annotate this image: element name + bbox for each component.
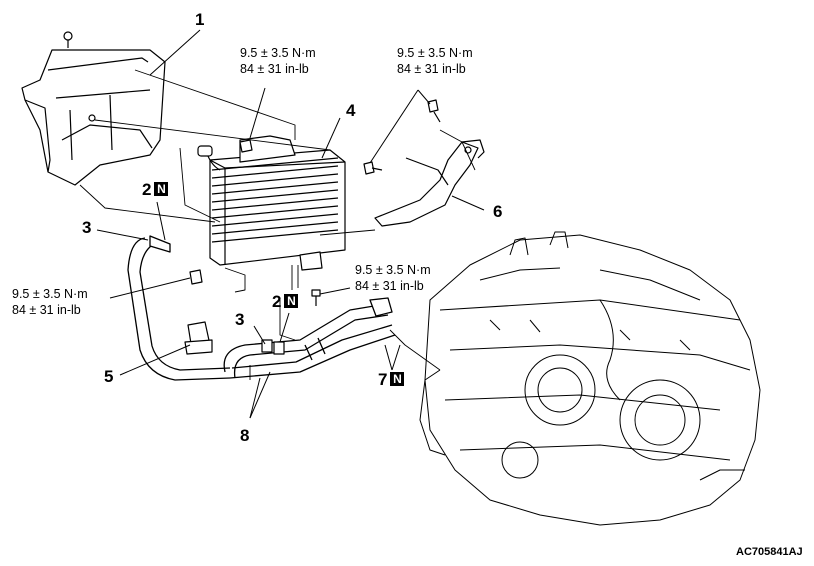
n-mark-icon: N: [154, 182, 169, 196]
callout-8: 8: [240, 426, 250, 445]
torque-nm: 9.5 ± 3.5 N·m: [240, 46, 316, 60]
callout-7-number: 7: [378, 370, 388, 389]
hoses: [127, 235, 396, 381]
torque-spec-bracket: 9.5 ± 3.5 N·m 84 ± 31 in-lb: [397, 45, 473, 77]
leader-lines: [96, 29, 485, 419]
callout-2-lower-number: 2: [272, 292, 282, 311]
air-guide-cover: [21, 31, 166, 186]
n-mark-icon: N: [284, 294, 299, 308]
callout-4: 4: [346, 101, 356, 120]
torque-nm: 9.5 ± 3.5 N·m: [355, 263, 431, 277]
torque-inlb: 84 ± 31 in-lb: [12, 303, 81, 317]
callout-5: 5: [104, 367, 114, 386]
callout-1: 1: [195, 10, 205, 29]
callout-2-upper-number: 2: [142, 180, 152, 199]
torque-inlb: 84 ± 31 in-lb: [397, 62, 466, 76]
figure-code: AC705841AJ: [736, 546, 803, 558]
callout-3-left: 3: [82, 218, 92, 237]
hose-clamp: [184, 321, 213, 355]
torque-inlb: 84 ± 31 in-lb: [240, 62, 309, 76]
torque-spec-cooler-bottom: 9.5 ± 3.5 N·m 84 ± 31 in-lb: [355, 262, 431, 294]
torque-inlb: 84 ± 31 in-lb: [355, 279, 424, 293]
torque-nm: 9.5 ± 3.5 N·m: [397, 46, 473, 60]
torque-spec-cooler-upper: 9.5 ± 3.5 N·m 84 ± 31 in-lb: [240, 45, 316, 77]
oil-cooler: [197, 135, 346, 271]
torque-nm: 9.5 ± 3.5 N·m: [12, 287, 88, 301]
callout-6: 6: [493, 202, 503, 221]
transaxle: [419, 231, 761, 526]
callout-3-lower: 3: [235, 310, 245, 329]
guide-lines: [79, 69, 476, 380]
bolts: [189, 99, 441, 306]
n-mark-icon: N: [390, 372, 405, 386]
torque-spec-cooler-lower-left: 9.5 ± 3.5 N·m 84 ± 31 in-lb: [12, 286, 88, 318]
hose-clamps-2: [261, 339, 285, 355]
cooler-bracket: [374, 139, 485, 227]
